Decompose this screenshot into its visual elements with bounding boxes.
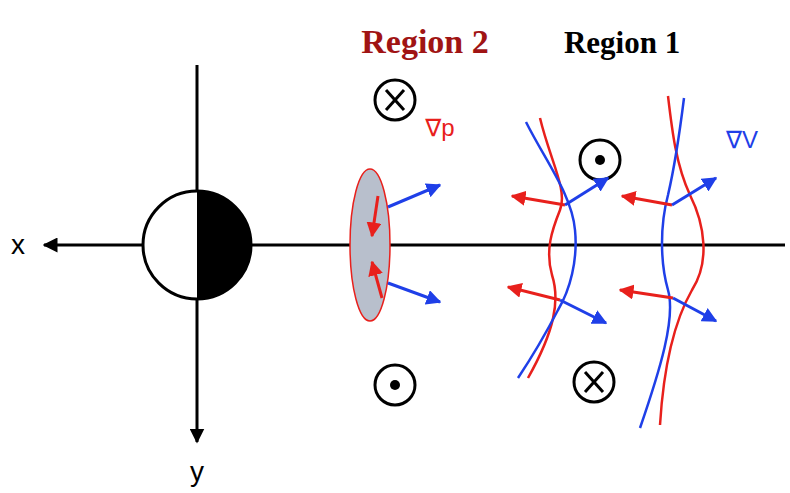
pressure-arrow bbox=[372, 196, 378, 236]
out-of-page-symbol bbox=[375, 365, 415, 405]
contour-lines bbox=[518, 96, 704, 428]
pressure-arrow bbox=[512, 196, 565, 205]
region-title: Region 1 bbox=[564, 27, 680, 58]
earth-symbol bbox=[143, 191, 251, 299]
pressure-arrow bbox=[622, 196, 672, 205]
region-title: Region 2 bbox=[361, 25, 489, 59]
gradient-label: ∇p bbox=[425, 116, 454, 140]
axis-label: y bbox=[190, 458, 204, 486]
volume-arrow bbox=[388, 185, 440, 207]
pressure-arrow bbox=[620, 290, 673, 298]
gradient-label: ∇V bbox=[726, 128, 758, 152]
region2-current bbox=[350, 169, 390, 321]
axis-label: x bbox=[11, 231, 25, 259]
volume-arrow bbox=[672, 178, 716, 205]
into-page-symbol bbox=[375, 80, 415, 120]
volume-arrow bbox=[560, 300, 606, 323]
volume-arrow bbox=[388, 283, 440, 302]
out-of-page-symbol bbox=[580, 140, 620, 180]
volume-arrow bbox=[673, 298, 716, 321]
volume-arrow bbox=[565, 178, 608, 205]
into-page-symbol bbox=[574, 362, 614, 402]
pressure-arrow bbox=[508, 287, 560, 300]
pressure-arrow bbox=[372, 262, 382, 298]
